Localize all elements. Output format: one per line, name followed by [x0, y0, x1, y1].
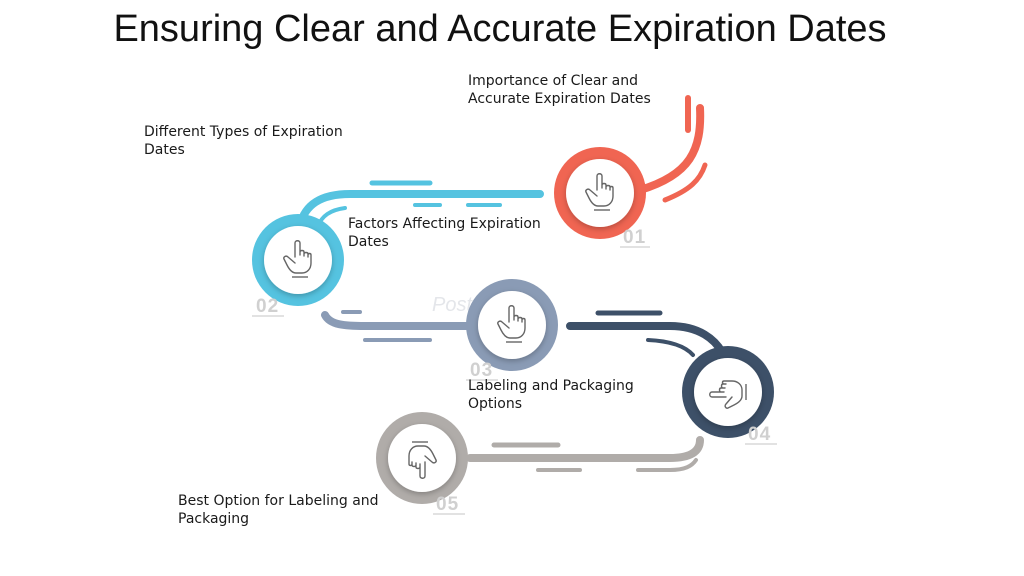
step-4-connectors	[566, 310, 726, 357]
step-5-number: 05	[436, 494, 459, 515]
step-1-label: Importance of Clear and Accurate Expirat…	[468, 73, 651, 107]
step-4-number: 04	[748, 424, 771, 445]
step-3-number: 03	[470, 360, 493, 381]
step-4-label: Labeling and Packaging Options	[468, 378, 634, 412]
step-numbers: 01 02 03 04 05	[252, 227, 777, 515]
step-3-connectors	[321, 310, 474, 342]
step-5-connectors	[466, 436, 704, 472]
step-2-label: Different Types of Expiration Dates	[144, 124, 343, 158]
step-2-number: 02	[256, 296, 279, 317]
step-2-node	[252, 214, 344, 306]
page-title: Ensuring Clear and Accurate Expiration D…	[113, 8, 887, 50]
step-1-connectors	[636, 95, 708, 203]
step-3-label: Factors Affecting Expiration Dates	[348, 216, 541, 250]
step-1-node	[554, 147, 646, 239]
step-4-node	[682, 346, 774, 438]
step-5-label: Best Option for Labeling and Packaging	[178, 493, 379, 527]
step-3-node	[466, 279, 558, 371]
step-1-number: 01	[623, 227, 646, 248]
step-5-node	[376, 412, 468, 504]
